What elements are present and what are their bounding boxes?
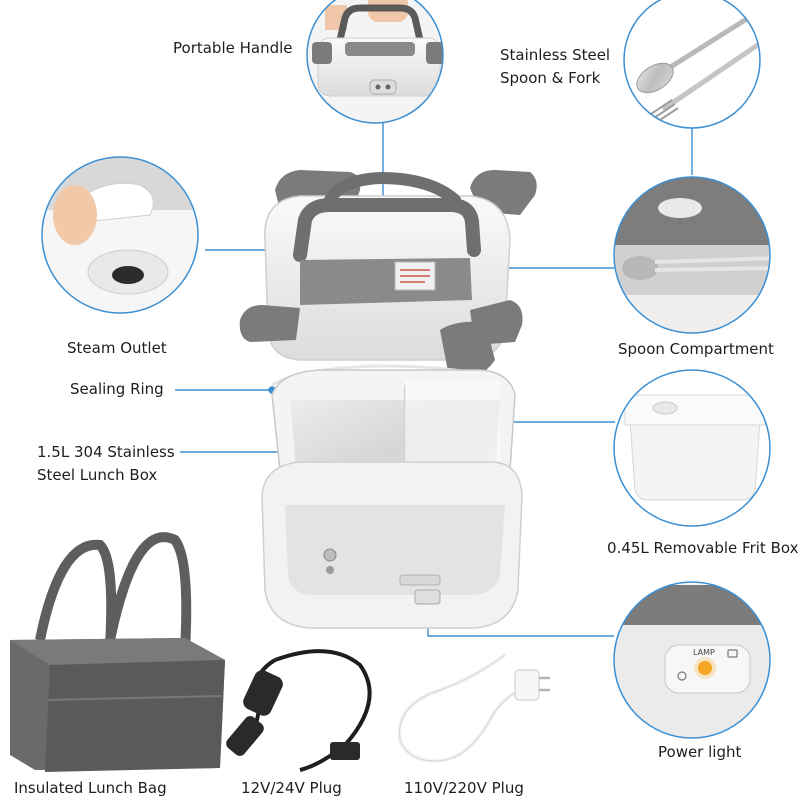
detail-circle-spoon-fork [623, 0, 761, 129]
label-lunch-box: 1.5L 304 Stainless Steel Lunch Box [37, 441, 187, 487]
label-spoon-fork-line1: Stainless Steel [500, 46, 611, 64]
label-lunch-box-line1: 1.5L 304 Stainless [37, 443, 175, 461]
detail-circle-power-light [613, 581, 771, 739]
label-spoon-fork-line2: Spoon & Fork [500, 69, 601, 87]
label-frit-box: 0.45L Removable Frit Box [607, 539, 799, 557]
detail-circle-spoon-compartment [613, 176, 771, 334]
wall-plug-cable [397, 653, 550, 763]
label-lunch-box-line2: Steel Lunch Box [37, 466, 158, 484]
detail-circle-handle [306, 0, 444, 124]
lid-assembly [239, 170, 537, 382]
detail-circle-steam-outlet [41, 156, 199, 314]
label-spoon-compartment: Spoon Compartment [618, 340, 774, 358]
insulated-lunch-bag [10, 532, 225, 772]
label-insulated-bag: Insulated Lunch Bag [14, 779, 167, 797]
lamp-text: LAMP [693, 648, 715, 657]
label-portable-handle: Portable Handle [173, 39, 293, 57]
label-steam-outlet: Steam Outlet [67, 339, 167, 357]
car-plug-cable [226, 649, 372, 772]
label-power-light: Power light [658, 743, 742, 761]
label-wall-plug: 110V/220V Plug [404, 779, 524, 797]
detail-circle-frit-box [613, 369, 771, 527]
heating-base [261, 461, 523, 629]
label-sealing-ring: Sealing Ring [70, 380, 164, 398]
label-car-plug: 12V/24V Plug [241, 779, 342, 797]
label-spoon-fork: Stainless Steel Spoon & Fork [500, 44, 650, 90]
